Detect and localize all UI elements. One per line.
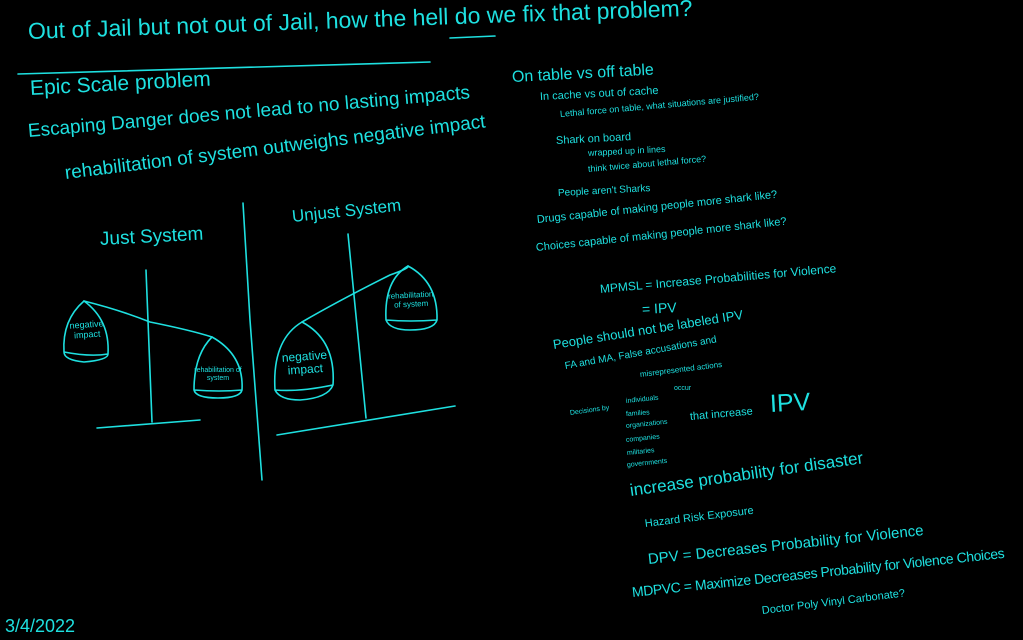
unjust-right-weight: [385, 265, 438, 331]
unjust-negative-impact-label: negative impact: [281, 347, 328, 378]
problem-underline: [449, 35, 496, 39]
just-left-weight: [63, 300, 109, 363]
unjust-scale-post: [347, 233, 367, 419]
equals-ipv-text: = IPV: [641, 299, 678, 317]
just-right-weight: [193, 336, 243, 399]
unjust-scale-base: [276, 405, 456, 436]
occur-text: occur: [674, 385, 692, 392]
just-scale-post: [145, 269, 153, 423]
ipv-large-text: IPV: [769, 387, 811, 418]
title-underline: [17, 61, 431, 75]
just-rehabilitation-label: rehabilitation of system: [194, 367, 242, 383]
just-scale-base: [96, 419, 201, 429]
date-text: 3/4/2022: [5, 616, 76, 636]
section-divider: [242, 202, 263, 481]
unjust-scale-beam: [301, 265, 409, 323]
unjust-rehabilitation-label: rehabilitation of system: [387, 289, 434, 310]
just-system-label: Just System: [99, 223, 204, 250]
just-scale-beam: [83, 300, 213, 338]
unjust-left-weight: [273, 321, 335, 401]
just-negative-impact-label: negative impact: [69, 318, 104, 341]
